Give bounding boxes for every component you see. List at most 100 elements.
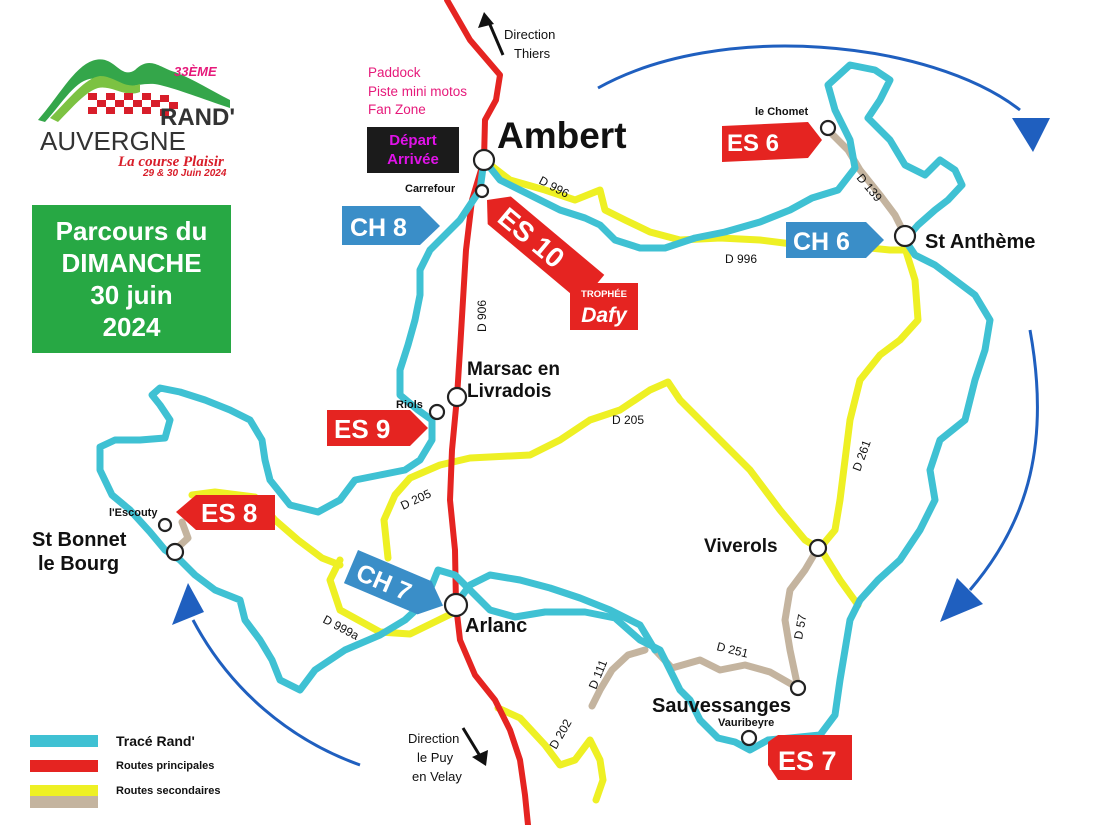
- label-dir-south-3: en Velay: [412, 769, 462, 784]
- title-line-2: DIMANCHE: [61, 248, 202, 278]
- depart-arrivee-box: Départ Arrivée: [367, 127, 459, 173]
- legend-row-secondary: Routes secondaires: [30, 778, 221, 803]
- arrow-le-puy: [461, 727, 482, 757]
- tag-ch6[interactable]: CH 6: [786, 222, 884, 258]
- label-vauribeyre: Vauribeyre: [718, 717, 774, 729]
- label-d906: D 906: [475, 300, 489, 332]
- stage-tags: ES 6 CH 8 ES 10 CH 6 ES 9 ES 8 CH 7 ES: [176, 122, 884, 780]
- label-dir-south-2: le Puy: [417, 750, 454, 765]
- arrow-le-puy-head: [472, 750, 488, 766]
- label-riols: Riols: [396, 399, 423, 411]
- road-d111: [588, 646, 649, 710]
- label-d205-a: D 205: [612, 413, 644, 427]
- direction-labels: Direction Thiers Direction le Puy en Vel…: [408, 27, 555, 784]
- marker-st-antheme: [893, 224, 917, 248]
- direction-arrows: [172, 44, 1050, 767]
- marker-viverols: [808, 538, 828, 558]
- svg-text:33ÈME: 33ÈME: [174, 64, 217, 79]
- legend-row-trace: Tracé Rand': [30, 728, 221, 753]
- place-labels: le Chomet Carrefour Riols l'Escouty Vaur…: [109, 106, 809, 729]
- legend-swatch-secondary: [30, 784, 98, 797]
- road-d205: [380, 378, 822, 562]
- label-st-antheme: St Anthème: [925, 231, 1035, 253]
- label-ambert: Ambert: [497, 115, 627, 156]
- road-d999a: [326, 556, 459, 638]
- depart-label: Départ: [389, 132, 437, 149]
- tag-es7[interactable]: ES 7: [768, 735, 852, 780]
- legend-swatch-main: [30, 759, 98, 772]
- label-escouty: l'Escouty: [109, 507, 158, 519]
- trace-spur: [451, 571, 659, 654]
- title-box: Parcours du DIMANCHE 30 juin 2024: [32, 205, 231, 353]
- label-viverols: Viverols: [704, 536, 778, 557]
- svg-text:ES 7: ES 7: [778, 746, 837, 776]
- label-d996-b: D 996: [725, 252, 757, 266]
- label-marsac-1: Marsac en: [467, 359, 560, 380]
- svg-text:Dafy: Dafy: [581, 304, 628, 327]
- arrow-thiers: [486, 19, 505, 56]
- road-d139: [824, 126, 909, 239]
- arrow-thiers-head: [478, 12, 494, 28]
- legend-row-minor: [30, 795, 221, 809]
- label-d251: D 251: [715, 639, 750, 660]
- exit-arrows: [461, 12, 505, 766]
- label-marsac-2: Livradois: [467, 381, 551, 402]
- marker-arlanc: [443, 592, 469, 618]
- title-line-3: 30 juin: [90, 280, 173, 310]
- arrow-southwest: [191, 619, 361, 767]
- label-carrefour: Carrefour: [405, 183, 456, 195]
- tag-es8[interactable]: ES 8: [176, 495, 275, 530]
- svg-text:RAND': RAND': [160, 104, 235, 131]
- label-arlanc: Arlanc: [465, 615, 527, 637]
- label-dir-south-1: Direction: [408, 731, 459, 746]
- label-d57: D 57: [791, 613, 809, 641]
- marker-marsac: [446, 386, 468, 408]
- legend-label-main: Routes principales: [116, 759, 215, 772]
- paddock-line-2: Piste mini motos: [368, 83, 468, 99]
- svg-text:CH 6: CH 6: [793, 228, 850, 256]
- arrow-head-southwest: [172, 583, 204, 625]
- town-labels: Ambert St Anthème Marsac en Livradois Vi…: [32, 115, 1035, 717]
- arrow-head-east: [940, 578, 983, 622]
- tag-es9[interactable]: ES 9: [327, 410, 428, 446]
- minor-roads: [171, 126, 909, 710]
- svg-text:CH 8: CH 8: [350, 214, 407, 242]
- marker-sauvessanges: [789, 679, 807, 697]
- paddock-line-1: Paddock: [368, 65, 421, 80]
- label-st-bonnet-2: le Bourg: [38, 553, 119, 575]
- legend-label-secondary: Routes secondaires: [116, 784, 221, 797]
- road-labels: D 996 D 996 D 139 D 906 D 205 D 205 D 26…: [321, 171, 886, 752]
- road-d906: [444, 0, 531, 825]
- arrivee-label: Arrivée: [387, 151, 439, 168]
- arrow-northeast: [597, 44, 1021, 112]
- legend-swatch-trace: [30, 734, 98, 747]
- marker-vauribeyre: [740, 729, 758, 747]
- legend-swatch-minor: [30, 796, 98, 808]
- road-d202: [494, 704, 607, 804]
- label-d261: D 261: [850, 438, 874, 473]
- rand-trace: [96, 61, 994, 754]
- marker-escouty: [157, 517, 173, 533]
- tag-ch8[interactable]: CH 8: [342, 206, 440, 245]
- label-sauvessanges: Sauvessanges: [652, 695, 791, 717]
- label-dir-north-1: Direction: [504, 27, 555, 42]
- paddock-line-3: Fan Zone: [368, 102, 426, 117]
- svg-text:TROPHÉE: TROPHÉE: [581, 289, 627, 300]
- road-d57: [781, 544, 822, 692]
- svg-text:La course Plaisir: La course Plaisir: [117, 154, 224, 170]
- legend-row-main: Routes principales: [30, 753, 221, 778]
- label-dir-north-2: Thiers: [514, 46, 551, 61]
- paddock-info: Paddock Piste mini motos Fan Zone: [368, 64, 467, 120]
- town-markers: [157, 119, 917, 747]
- legend-label-trace: Tracé Rand': [116, 732, 195, 749]
- svg-text:ES 8: ES 8: [201, 498, 257, 528]
- svg-text:29 & 30 Juin 2024: 29 & 30 Juin 2024: [142, 168, 227, 179]
- title-line-4: 2024: [102, 312, 161, 342]
- label-st-bonnet-1: St Bonnet: [32, 529, 127, 551]
- marker-st-bonnet: [165, 542, 185, 562]
- tag-es6[interactable]: ES 6: [722, 122, 822, 162]
- label-d202: D 202: [546, 716, 574, 751]
- legend: Tracé Rand' Routes principales Routes se…: [30, 728, 221, 809]
- arrow-head-northeast: [1012, 118, 1050, 152]
